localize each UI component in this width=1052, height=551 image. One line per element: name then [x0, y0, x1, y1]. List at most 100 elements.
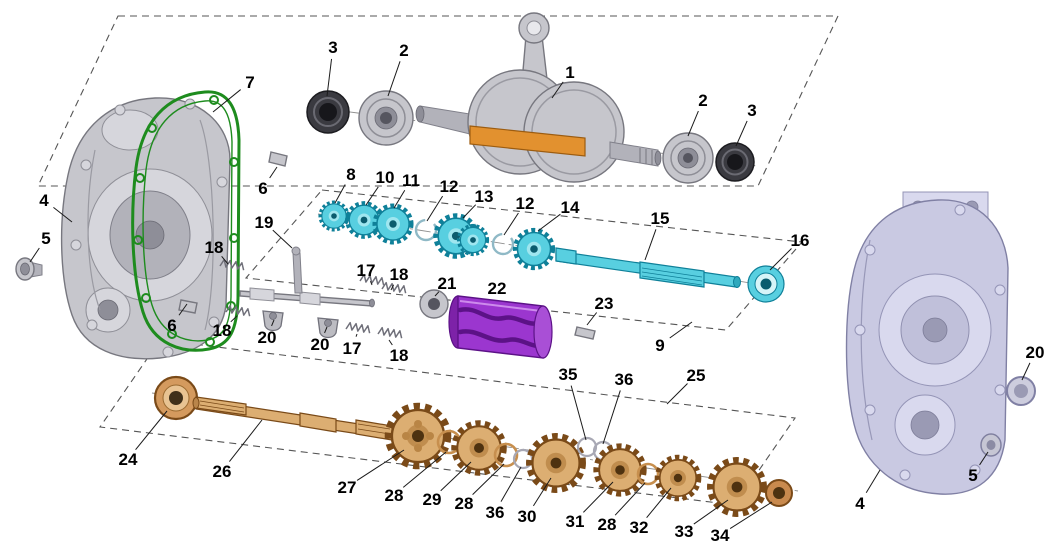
callout-label-28: 28 [598, 515, 617, 534]
callout-leader-19 [272, 229, 293, 249]
output-shaft-26 [192, 396, 393, 441]
callout-leader-17 [355, 333, 358, 337]
callout-label-3: 3 [328, 38, 337, 57]
callout-leader-20 [1021, 362, 1031, 381]
callout-leader-6 [269, 166, 278, 179]
oil-seal-left [306, 90, 350, 134]
gear-8 [318, 200, 350, 232]
callout-leader-7 [212, 89, 241, 113]
input-shaft-15 [555, 247, 741, 288]
callout-leader-9 [669, 321, 693, 339]
callout-leader-34 [729, 501, 773, 529]
callout-leader-10 [365, 186, 379, 206]
callout-label-28: 28 [455, 494, 474, 513]
callout-leader-35 [570, 385, 587, 441]
callout-label-7: 7 [245, 73, 254, 92]
callout-label-18: 18 [390, 346, 409, 365]
callout-leader-12 [426, 195, 444, 222]
callout-label-4: 4 [855, 494, 865, 513]
gear-30 [529, 436, 583, 490]
callout-leader-18 [230, 315, 238, 323]
callout-leader-15 [644, 229, 657, 261]
callout-leader-14 [537, 213, 561, 232]
callout-leader-32 [646, 487, 672, 519]
callout-leader-28 [614, 482, 646, 516]
callout-leader-13 [462, 204, 477, 219]
callout-leader-25 [666, 383, 688, 405]
callout-leader-36 [602, 390, 621, 445]
callout-label-12: 12 [440, 177, 459, 196]
shift-mechanism [178, 246, 596, 340]
crankshaft [415, 12, 662, 183]
callout-label-24: 24 [119, 450, 138, 469]
callout-leader-2 [687, 110, 699, 137]
crankcase-gasket [131, 90, 241, 352]
callout-leader-5 [29, 247, 40, 263]
callout-label-20: 20 [258, 328, 277, 347]
callout-label-5: 5 [968, 466, 977, 485]
shift-drum-22 [448, 295, 553, 359]
callout-leader-3 [326, 58, 333, 97]
callout-label-5: 5 [41, 229, 50, 248]
main-bearing-left [358, 90, 414, 146]
gear-13-front [456, 223, 490, 257]
callout-label-2: 2 [698, 91, 707, 110]
circlip-12-a [414, 218, 438, 242]
callout-label-20: 20 [311, 335, 330, 354]
callout-leader-36 [500, 466, 522, 502]
cap-20-right [1006, 376, 1036, 406]
callout-label-28: 28 [385, 486, 404, 505]
callout-label-36: 36 [615, 370, 634, 389]
callout-label-13: 13 [475, 187, 494, 206]
callout-label-27: 27 [338, 478, 357, 497]
crankshaft-group-box [37, 15, 839, 187]
gear-32 [657, 457, 699, 499]
callout-leader-4 [53, 207, 73, 223]
callout-leader-24 [135, 410, 168, 451]
callout-label-12: 12 [516, 194, 535, 213]
callout-label-4: 4 [39, 191, 49, 210]
callout-label-6: 6 [258, 179, 267, 198]
callout-label-21: 21 [438, 274, 457, 293]
gear-33 [710, 460, 764, 514]
gear-14 [515, 230, 553, 268]
callout-label-23: 23 [595, 294, 614, 313]
callout-leader-18 [388, 339, 393, 346]
callout-label-32: 32 [630, 518, 649, 537]
callout-label-6: 6 [167, 316, 176, 335]
callout-label-1: 1 [565, 63, 574, 82]
callout-label-9: 9 [655, 336, 664, 355]
gear-31 [596, 446, 644, 494]
callout-label-30: 30 [518, 507, 537, 526]
callout-leader-27 [356, 449, 405, 481]
plug-5-right [980, 433, 1002, 457]
plug-left [15, 257, 43, 281]
callout-label-18: 18 [205, 238, 224, 257]
callout-label-15: 15 [651, 209, 670, 228]
callout-label-22: 22 [488, 279, 507, 298]
callout-leader-28 [472, 463, 505, 495]
callout-leader-16 [769, 248, 792, 271]
right-crankcase [845, 191, 1009, 495]
callout-leader-5 [979, 451, 989, 466]
callout-label-17: 17 [343, 339, 362, 358]
callout-leader-18 [221, 255, 229, 265]
input-shaft-group-box [244, 189, 804, 331]
callout-label-33: 33 [675, 522, 694, 541]
callout-label-16: 16 [791, 231, 810, 250]
callout-leader-8 [334, 184, 346, 204]
callout-leader-26 [229, 419, 263, 462]
input-shaft-assembly [318, 200, 785, 303]
callout-label-20: 20 [1026, 343, 1045, 362]
callout-leader-28 [402, 451, 447, 488]
callout-leader-30 [532, 477, 552, 507]
thrust-washer-21 [419, 289, 449, 319]
input-shaft-bearing-16 [747, 265, 785, 303]
callout-label-3: 3 [747, 101, 756, 120]
pin-23 [574, 326, 596, 340]
callout-label-10: 10 [376, 168, 395, 187]
washer-28-b [493, 442, 519, 468]
callout-leader-4 [865, 469, 881, 493]
